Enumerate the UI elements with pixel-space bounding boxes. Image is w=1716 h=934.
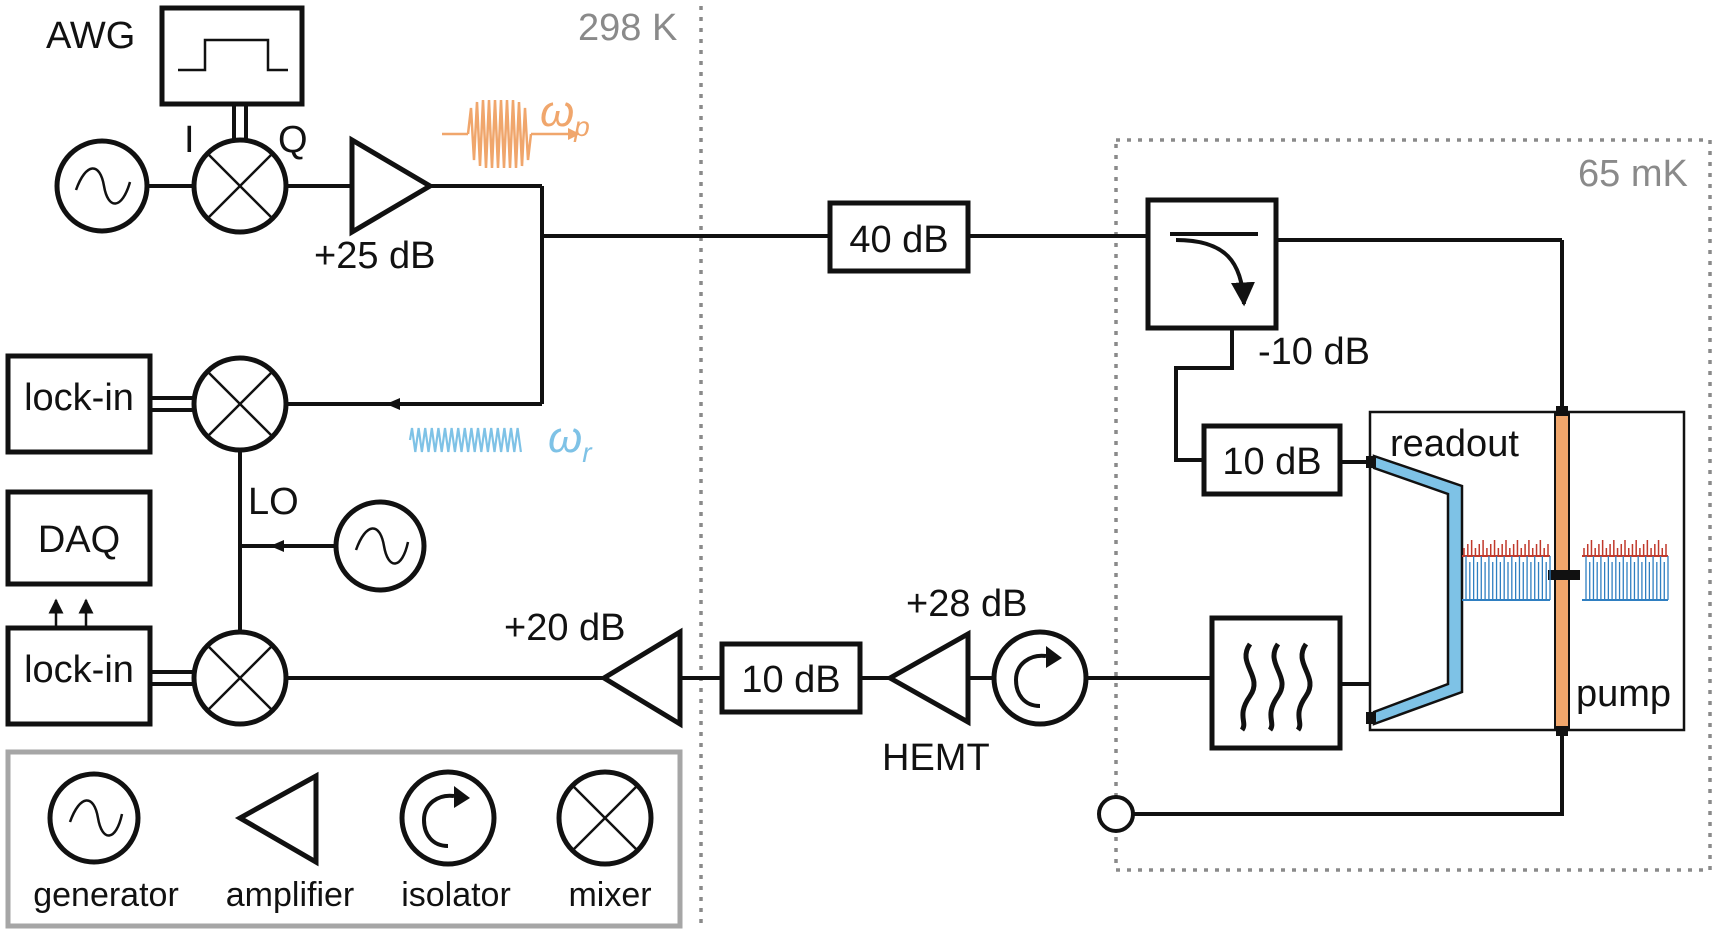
frequency-comb-left: [1462, 540, 1551, 601]
attenuator-cold: [1201, 423, 1343, 497]
pump-freq-label: ωp: [540, 87, 590, 142]
room-amplifier-icon: [599, 627, 683, 729]
lo-generator-icon: [333, 499, 427, 593]
mixer-bottom-icon: [191, 629, 289, 727]
room-temp-label: 298 K: [578, 7, 677, 49]
legend-isolator-icon: [399, 769, 497, 867]
readout-freq-label: ωr: [548, 413, 593, 468]
coupler-label: -10 dB: [1258, 331, 1370, 373]
attenuator-output-label: 10 dB: [741, 659, 840, 701]
wire-coupler-atten: [1174, 328, 1234, 462]
mixer-top-icon: [191, 355, 289, 453]
lo-direction-arrow: [270, 540, 284, 552]
awg-box: [159, 5, 305, 107]
filter-box: [1209, 615, 1343, 751]
lo-label: LO: [248, 481, 299, 523]
readout-waveform: [408, 427, 522, 453]
readout-port-top: [1366, 456, 1376, 468]
iq-q-label: Q: [278, 119, 308, 161]
attenuator-cold-label: 10 dB: [1222, 441, 1321, 483]
cold-stage-boundary: [1114, 138, 1712, 872]
readout-direction-arrow: [386, 398, 400, 410]
lockin-bottom-label: lock-in: [24, 649, 134, 691]
pump-waveform: [442, 99, 580, 169]
iq-i-label: I: [184, 119, 195, 161]
isolator-icon: [991, 629, 1089, 727]
attenuator-40db: [827, 200, 971, 274]
lockin-top-box: [5, 353, 153, 455]
legend-amplifier-icon: [234, 771, 319, 867]
legend-generator-icon: [47, 771, 141, 865]
awg-label: AWG: [46, 15, 135, 57]
filter-icon: [1239, 642, 1313, 732]
pump-port-bottom: [1556, 726, 1568, 736]
legend-isolator-label: isolator: [401, 876, 511, 914]
daq-box: [5, 489, 153, 587]
termination-icon: [1097, 795, 1135, 833]
cold-temp-label: 65 mK: [1578, 153, 1688, 195]
legend-amplifier-label: amplifier: [226, 876, 354, 914]
pump-gain-label: +25 dB: [314, 235, 436, 277]
daq-label: DAQ: [38, 519, 120, 561]
pump-label: pump: [1576, 673, 1671, 715]
awg-pulse-icon: [178, 38, 288, 72]
attenuator-output: [719, 641, 863, 715]
hemt-gain-label: +28 dB: [906, 583, 1028, 625]
mixer-icon: [191, 137, 289, 235]
legend-mixer-label: mixer: [568, 876, 651, 914]
hemt-label: HEMT: [882, 737, 990, 779]
attenuator-40db-label: 40 dB: [849, 219, 948, 261]
coupling-junction: [1548, 570, 1580, 580]
legend-mixer-icon: [556, 769, 654, 867]
generator-icon: [54, 138, 150, 234]
readout-label: readout: [1390, 423, 1519, 465]
frequency-comb-right: [1582, 540, 1669, 601]
readout-port-bottom: [1366, 712, 1376, 724]
amplifier-icon: [349, 135, 435, 237]
room-gain-label: +20 dB: [504, 607, 626, 649]
legend-generator-label: generator: [33, 876, 179, 914]
coupler-box: [1145, 197, 1279, 331]
lockin-bottom-box: [5, 625, 153, 727]
coupler-icon: [1170, 232, 1258, 304]
hemt-amplifier-icon: [884, 629, 971, 727]
lockin-top-label: lock-in: [24, 377, 134, 419]
pump-port-top: [1556, 406, 1568, 416]
wire-pump-termination: [1134, 736, 1564, 816]
